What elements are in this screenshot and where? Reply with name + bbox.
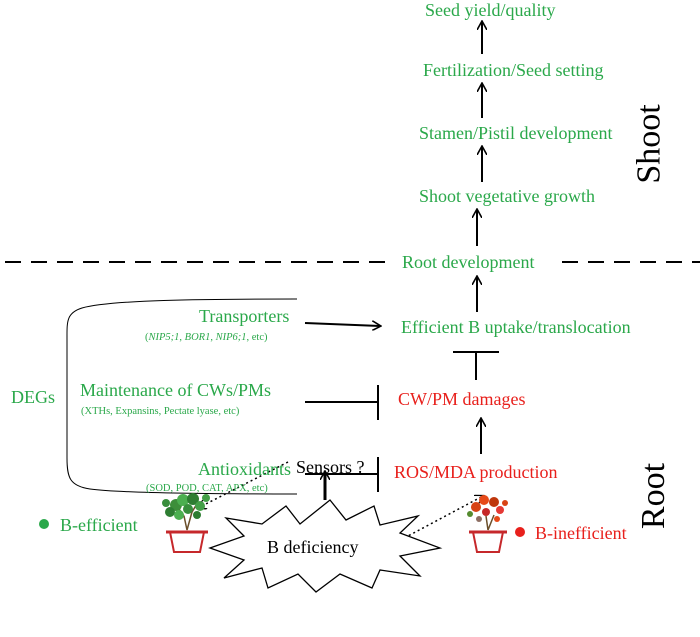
- degs-label: DEGs: [11, 388, 55, 406]
- transporters-genes: (NIP5;1, BOR1, NIP6;1, etc): [145, 333, 268, 344]
- b-efficient-label: B-efficient: [60, 516, 138, 534]
- ros-production-label: ROS/MDA production: [394, 463, 558, 481]
- b-deficiency-label: B deficiency: [267, 538, 358, 556]
- root-section-label: Root: [637, 463, 671, 529]
- transporters-title: Transporters: [199, 307, 289, 325]
- shoot-section-label: Shoot: [633, 104, 667, 183]
- arrow-transporters-to-uptake: [305, 323, 380, 326]
- b-inefficient-plant-icon: [467, 495, 508, 552]
- maintenance-detail: (XTHs, Expansins, Pectate lyase, etc): [81, 407, 239, 418]
- b-efficient-plant-icon: [162, 493, 210, 552]
- b-inefficient-dot: [515, 527, 525, 537]
- cw-damage-label: CW/PM damages: [398, 390, 526, 408]
- root-development-label: Root development: [402, 253, 534, 271]
- uptake-label: Efficient B uptake/translocation: [401, 318, 631, 336]
- antioxidants-detail: (SOD, POD, CAT, APX, etc): [146, 484, 268, 495]
- fertilization-label: Fertilization/Seed setting: [423, 61, 603, 79]
- b-inefficient-label: B-inefficient: [535, 524, 627, 542]
- b-efficient-dot: [39, 519, 49, 529]
- antioxidants-title: Antioxidants: [198, 460, 291, 478]
- maintenance-title: Maintenance of CWs/PMs: [80, 381, 271, 399]
- stamen-pistil-label: Stamen/Pistil development: [419, 124, 612, 142]
- vegetative-growth-label: Shoot vegetative growth: [419, 187, 595, 205]
- seed-yield-label: Seed yield/quality: [425, 1, 555, 19]
- sensors-label: Sensors ?: [296, 458, 365, 476]
